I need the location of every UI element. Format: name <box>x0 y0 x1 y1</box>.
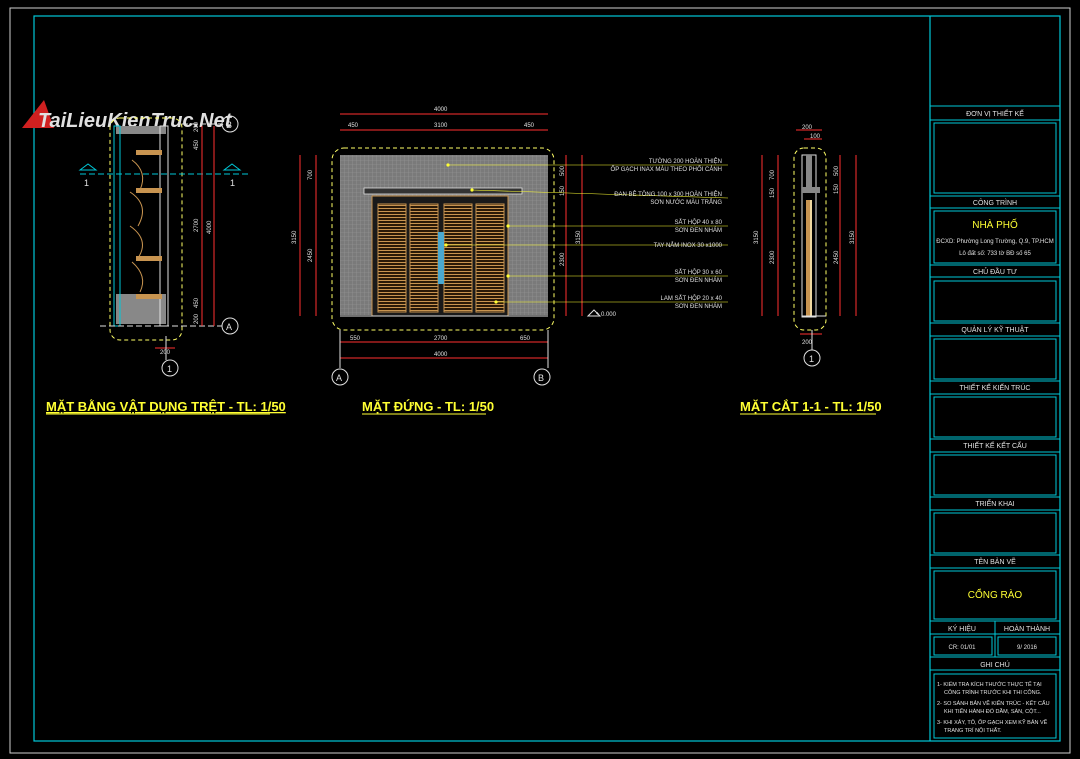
plan-cut-label-right: 1 <box>230 178 235 188</box>
plan-axis-a: A <box>226 322 232 332</box>
note-line: TƯỜNG 200 HOÀN THIỆN <box>649 157 722 165</box>
watermark-text: TaiLieuKienTruc.Net <box>38 110 233 132</box>
elev-level: ± 0.000 <box>596 312 617 318</box>
plan-dim: 450 <box>194 139 200 150</box>
note-line: ĐAN BÊ TÔNG 100 x 300 HOÀN THIỆN <box>614 190 722 198</box>
elev-dim: 550 <box>350 336 361 342</box>
note-line: SƠN NƯỚC MÀU TRẮNG <box>650 198 722 206</box>
note-line: LAM SẮT HỘP 20 x 40 <box>661 294 723 302</box>
note-line: SƠN ĐEN NHÁM <box>675 303 722 310</box>
section-dim: 3150 <box>754 230 760 244</box>
label-tk-ket-cau: THIẾT KẾ KẾT CẤU <box>963 440 1027 450</box>
elev-dim: 450 <box>524 123 535 129</box>
section-dim: 150 <box>770 187 776 198</box>
plan-dim: 2700 <box>194 218 200 232</box>
plan-title: MẶT BẰNG VẬT DỤNG TRỆT - TL: 1/50 <box>46 399 286 414</box>
project-name: NHÀ PHỐ <box>972 217 1018 231</box>
label-ghi-chu: GHI CHÚ <box>980 660 1010 669</box>
section-dim: 2450 <box>834 250 840 264</box>
elev-dim: 2700 <box>434 336 448 342</box>
label-trien-khai: TRIỂN KHAI <box>975 499 1014 508</box>
note-line: TAY NẮM INOX 30 x1000 <box>654 241 723 249</box>
value-hoan-thanh: 9/ 2016 <box>1017 645 1038 651</box>
plan-dim: 200 <box>194 313 200 324</box>
note-line: KHI TIẾN HÀNH ĐỔ DẦM, SÀN, CỘT... <box>944 708 1041 715</box>
title-block-text: ĐƠN VỊ THIẾT KẾ CÔNG TRÌNH NHÀ PHỐ ĐCXD:… <box>936 108 1053 669</box>
label-hoan-thanh: HOÀN THÀNH <box>1004 624 1050 633</box>
note-line: SƠN ĐEN NHÁM <box>675 277 722 284</box>
sheet-outer-frame <box>9 7 1071 754</box>
elev-dim: 2300 <box>560 252 566 266</box>
note-line: TRANG TRÍ NỘI THẤT. <box>944 727 1002 734</box>
plan-cut-label-left: 1 <box>84 178 89 188</box>
project-lot: Lô đất số: 733 tờ BĐ số 65 <box>959 251 1031 257</box>
plan-dim: 200 <box>194 121 200 132</box>
note-line: 2- SO SÁNH BẢN VẼ KIẾN TRÚC - KẾT CẤU <box>937 700 1050 707</box>
note-line: 1- KIỂM TRA KÍCH THƯỚC THỰC TẾ TẠI <box>937 681 1042 688</box>
plan-axis-1: 1 <box>167 364 172 374</box>
elev-dim: 3150 <box>576 230 582 244</box>
elev-dim: 700 <box>308 169 314 180</box>
elev-dim: 4000 <box>434 352 448 358</box>
label-don-vi: ĐƠN VỊ THIẾT KẾ <box>966 108 1024 118</box>
section-title: MẶT CẮT 1-1 - TL: 1/50 <box>740 399 882 414</box>
section-axis-1: 1 <box>809 354 814 364</box>
elev-dim: 150 <box>560 185 566 196</box>
elev-dim: 2450 <box>308 248 314 262</box>
elev-dim: 3150 <box>292 230 298 244</box>
label-ten-ban-ve: TÊN BẢN VẼ <box>974 557 1016 566</box>
section-dim: 500 <box>834 165 840 176</box>
label-ky-hieu: KÝ HIỆU <box>948 624 976 633</box>
title-block <box>930 105 1060 739</box>
door-handle <box>438 232 444 284</box>
note-line: SẮT HỘP 40 x 80 <box>675 218 723 226</box>
project-address: ĐCXD: Phường Long Trường, Q.9, TP.HCM <box>936 239 1053 245</box>
elev-axis-b: B <box>538 373 544 383</box>
elev-dim: 450 <box>348 123 359 129</box>
elev-dim: 650 <box>520 336 531 342</box>
elev-dim: 4000 <box>434 107 448 113</box>
section-dim: 3150 <box>850 230 856 244</box>
section-dim: 100 <box>810 134 821 140</box>
section-view: 200 100 700 150 3150 2300 500 150 3150 2… <box>754 125 857 367</box>
drawing-name: CỔNG RÀO <box>968 588 1023 601</box>
plan-view: 1 1 200 450 2700 450 200 4000 200 B A 1 <box>78 115 250 377</box>
note-line: SẮT HỘP 30 x 60 <box>675 268 723 276</box>
section-dim: 2300 <box>770 250 776 264</box>
plan-dim: 450 <box>194 297 200 308</box>
elevation-view: 4000 450 3100 450 550 2700 650 4000 700 … <box>292 107 729 386</box>
value-ky-hieu: CR: 01/01 <box>948 645 976 651</box>
elevation-title: MẶT ĐỨNG - TL: 1/50 <box>362 399 494 414</box>
watermark-logo: TaiLieuKienTruc.Net <box>22 100 233 132</box>
note-line: SƠN ĐEN NHÁM <box>675 227 722 234</box>
sheet-inner-frame <box>33 15 1061 742</box>
section-dim: 200 <box>802 125 813 131</box>
label-quan-ly: QUẢN LÝ KỸ THUẬT <box>961 325 1029 334</box>
plan-dim: 4000 <box>207 220 213 234</box>
elevation-notes: TƯỜNG 200 HOÀN THIỆN ỐP GẠCH INAX MÀU TH… <box>611 157 723 310</box>
section-dim: 200 <box>802 340 813 346</box>
plan-dim: 200 <box>160 350 171 356</box>
label-cong-trinh: CÔNG TRÌNH <box>973 198 1017 207</box>
note-line: CÔNG TRÌNH TRƯỚC KHI THI CÔNG. <box>944 689 1042 696</box>
plan-axis-b: B <box>226 120 232 130</box>
elev-dim: 500 <box>560 165 566 176</box>
label-tk-kien-truc: THIẾT KẾ KIẾN TRÚC <box>960 382 1031 392</box>
note-line: 3- KHI XÂY, TÔ, ỐP GẠCH XEM KỸ BẢN VẼ <box>937 719 1048 726</box>
general-notes: 1- KIỂM TRA KÍCH THƯỚC THỰC TẾ TẠI CÔNG … <box>937 681 1050 734</box>
section-dim: 700 <box>770 169 776 180</box>
elev-axis-a: A <box>336 373 342 383</box>
section-dim: 150 <box>834 183 840 194</box>
label-chu-dau-tu: CHỦ ĐẦU TƯ <box>973 266 1017 276</box>
elev-dim: 3100 <box>434 123 448 129</box>
note-line: ỐP GẠCH INAX MÀU THEO PHỐI CẢNH <box>611 166 722 173</box>
